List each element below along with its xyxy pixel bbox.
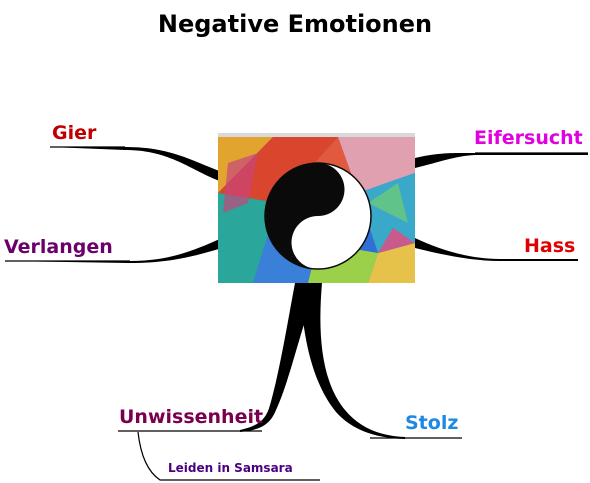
- center-image: [218, 133, 415, 283]
- branch-gier: [50, 147, 222, 182]
- label-stolz: Stolz: [405, 412, 459, 434]
- label-verlangen: Verlangen: [4, 236, 113, 258]
- yin-yang-painting: [218, 133, 415, 283]
- label-unwissenheit: Unwissenheit: [119, 406, 264, 428]
- map-title: Negative Emotionen: [157, 10, 433, 38]
- branch-unwissenheit: [240, 283, 318, 432]
- branch-stolz: [300, 283, 405, 439]
- branch-hass: [415, 238, 578, 261]
- label-hass: Hass: [524, 235, 576, 257]
- label-eifersucht: Eifersucht: [474, 127, 583, 149]
- yin-yang-icon: [264, 162, 372, 270]
- label-gier: Gier: [52, 122, 97, 144]
- branch-leiden: [137, 431, 320, 481]
- label-leiden-in-samsara: Leiden in Samsara: [168, 461, 293, 475]
- branch-eifersucht: [415, 152, 588, 168]
